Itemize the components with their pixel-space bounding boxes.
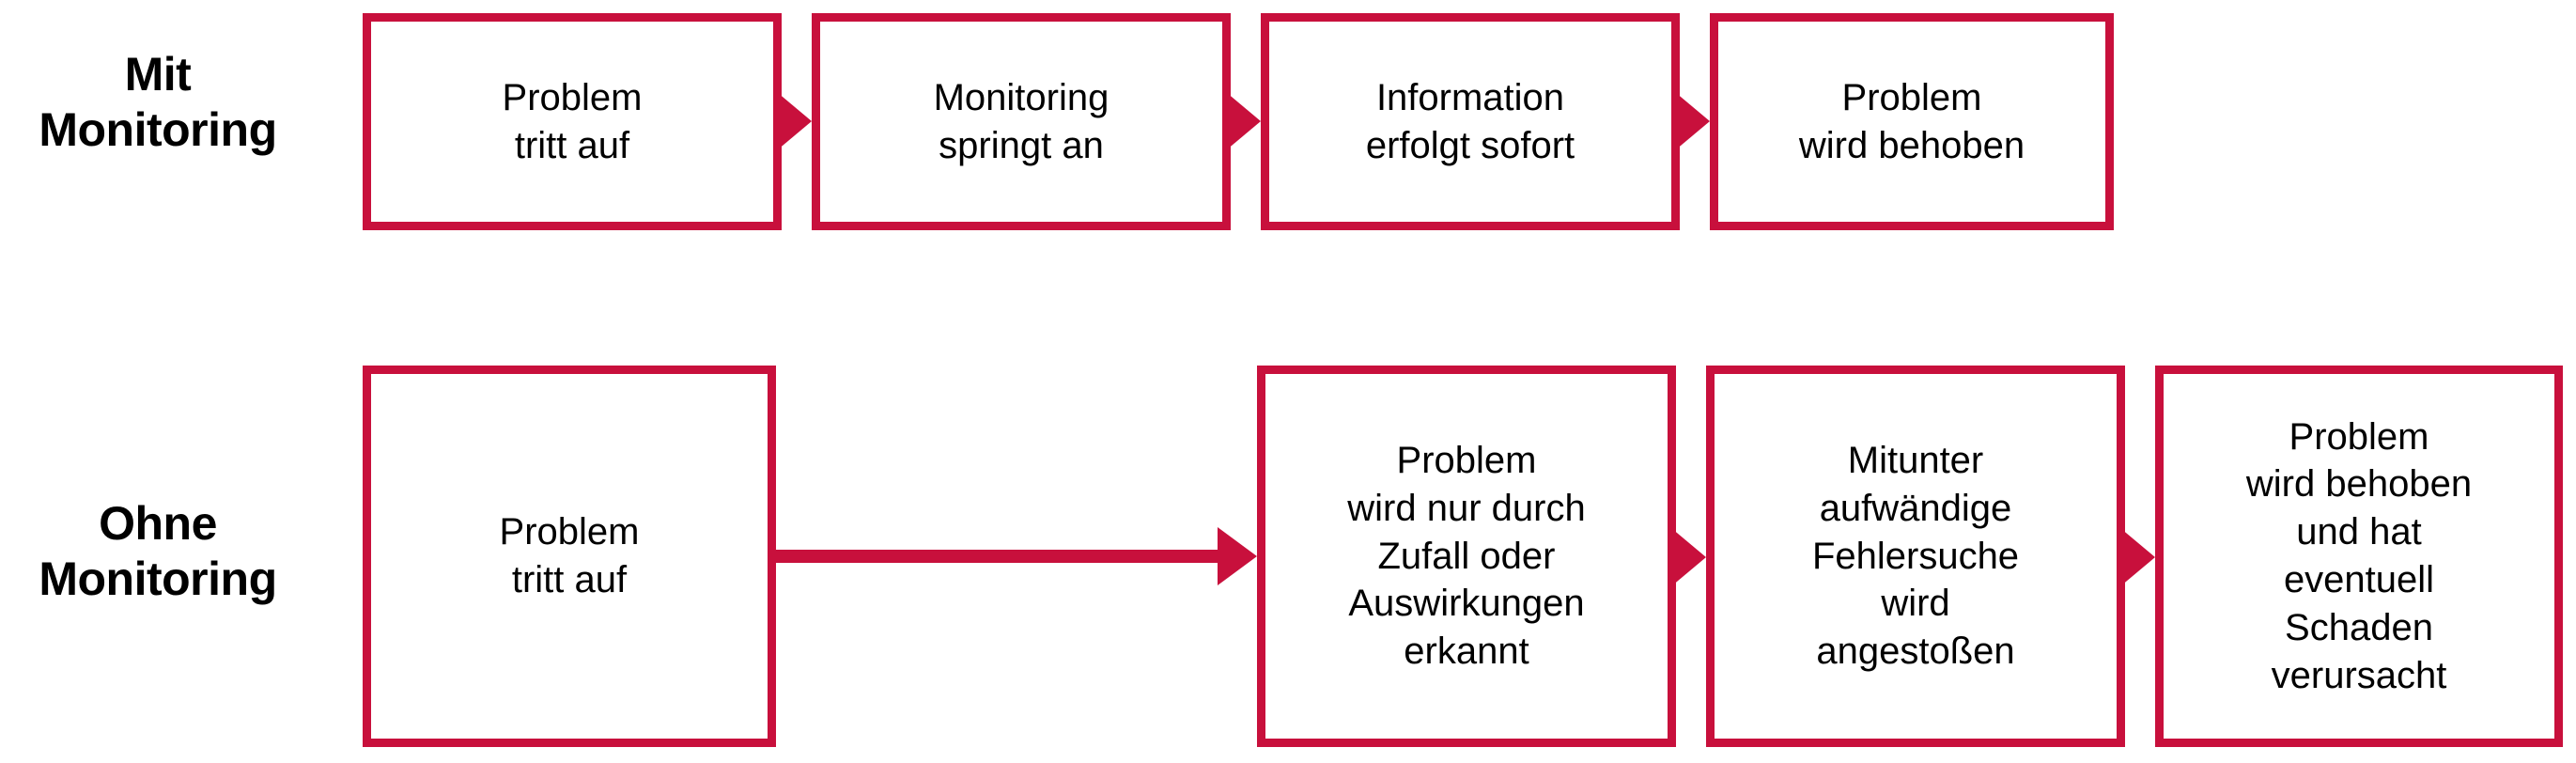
arrow-icon-mit-3-to-4 bbox=[1675, 92, 1710, 150]
flow-box-ohne-monitoring-2[interactable]: Problem wird nur durch Zufall oder Auswi… bbox=[1257, 366, 1676, 747]
arrow-shaft bbox=[776, 550, 1225, 563]
arrow-icon-ohne-2-to-3 bbox=[1671, 528, 1706, 586]
flow-box-mit-monitoring-2[interactable]: Monitoring springt an bbox=[812, 13, 1231, 230]
row-label-mit-monitoring: Mit Monitoring bbox=[39, 48, 277, 156]
flow-box-ohne-monitoring-1[interactable]: Problem tritt auf bbox=[363, 366, 776, 747]
flow-box-ohne-monitoring-3[interactable]: Mitunter aufwändige Fehlersuche wird ang… bbox=[1706, 366, 2125, 747]
row-label-ohne-monitoring: Ohne Monitoring bbox=[39, 497, 277, 605]
flow-box-mit-monitoring-1[interactable]: Problem tritt auf bbox=[363, 13, 782, 230]
flow-box-ohne-monitoring-4[interactable]: Problem wird behoben und hat eventuell S… bbox=[2155, 366, 2563, 747]
flow-box-mit-monitoring-3[interactable]: Information erfolgt sofort bbox=[1261, 13, 1680, 230]
arrow-icon-mit-1-to-2 bbox=[777, 92, 812, 150]
flow-box-mit-monitoring-4[interactable]: Problem wird behoben bbox=[1710, 13, 2114, 230]
arrow-icon-mit-2-to-3 bbox=[1226, 92, 1261, 150]
arrow-icon-ohne-3-to-4 bbox=[2120, 528, 2155, 586]
arrow-head bbox=[1218, 527, 1257, 585]
